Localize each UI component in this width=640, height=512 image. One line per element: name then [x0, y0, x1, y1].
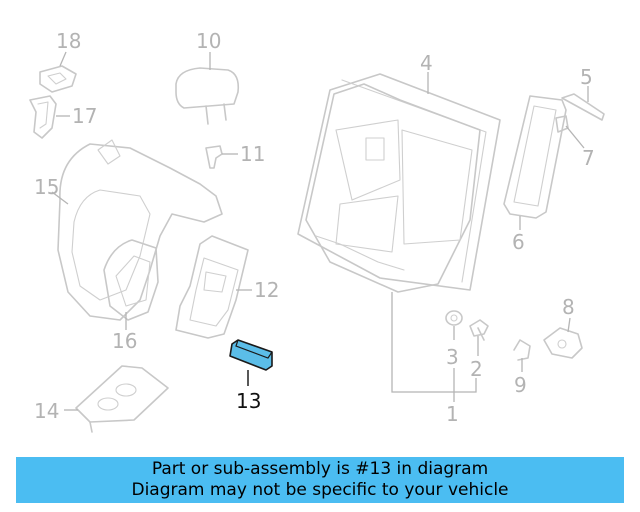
leader-1-bracket	[391, 292, 477, 393]
label-15: 15	[34, 175, 59, 199]
part-6-panel	[503, 95, 567, 219]
banner-line-2: Diagram may not be specific to your vehi…	[131, 480, 509, 500]
label-2: 2	[470, 357, 483, 381]
part-17-bracket	[29, 95, 57, 139]
part-2-bolt	[469, 319, 489, 341]
label-3: 3	[446, 345, 459, 369]
part-5-strip	[561, 93, 605, 121]
part-11-guide	[205, 145, 223, 169]
label-7: 7	[582, 146, 595, 170]
part-12-armrest-frame	[175, 235, 249, 339]
leader-15	[51, 191, 69, 205]
leader-18	[59, 51, 67, 67]
label-18: 18	[56, 29, 81, 53]
label-5: 5	[580, 65, 593, 89]
label-8: 8	[562, 295, 575, 319]
label-16: 16	[112, 329, 137, 353]
part-15-seatback-cover	[57, 139, 223, 321]
part-9-hook	[513, 339, 531, 361]
part-8-latch	[543, 327, 583, 359]
label-14: 14	[34, 399, 59, 423]
part-4-seatback-frame	[297, 73, 501, 293]
label-6: 6	[512, 230, 525, 254]
part-18-clip	[39, 65, 77, 93]
part-7-clip	[555, 115, 569, 133]
part-3-bushing	[445, 310, 463, 326]
part-10-headrest	[175, 67, 240, 125]
part-13-highlighted-pad	[229, 339, 273, 371]
label-4: 4	[420, 51, 433, 75]
part-14-cup-holder	[75, 365, 169, 433]
label-9: 9	[514, 373, 527, 397]
leader-8	[567, 317, 571, 333]
label-11: 11	[240, 142, 265, 166]
leader-7	[565, 125, 585, 149]
label-1: 1	[446, 402, 459, 426]
label-17: 17	[72, 104, 97, 128]
label-10: 10	[196, 29, 221, 53]
label-12: 12	[254, 278, 279, 302]
label-13: 13	[236, 389, 261, 413]
info-banner: Part or sub-assembly is #13 in diagram D…	[16, 457, 624, 503]
part-16-seatback-pad	[103, 239, 159, 321]
banner-line-1: Part or sub-assembly is #13 in diagram	[151, 459, 489, 479]
